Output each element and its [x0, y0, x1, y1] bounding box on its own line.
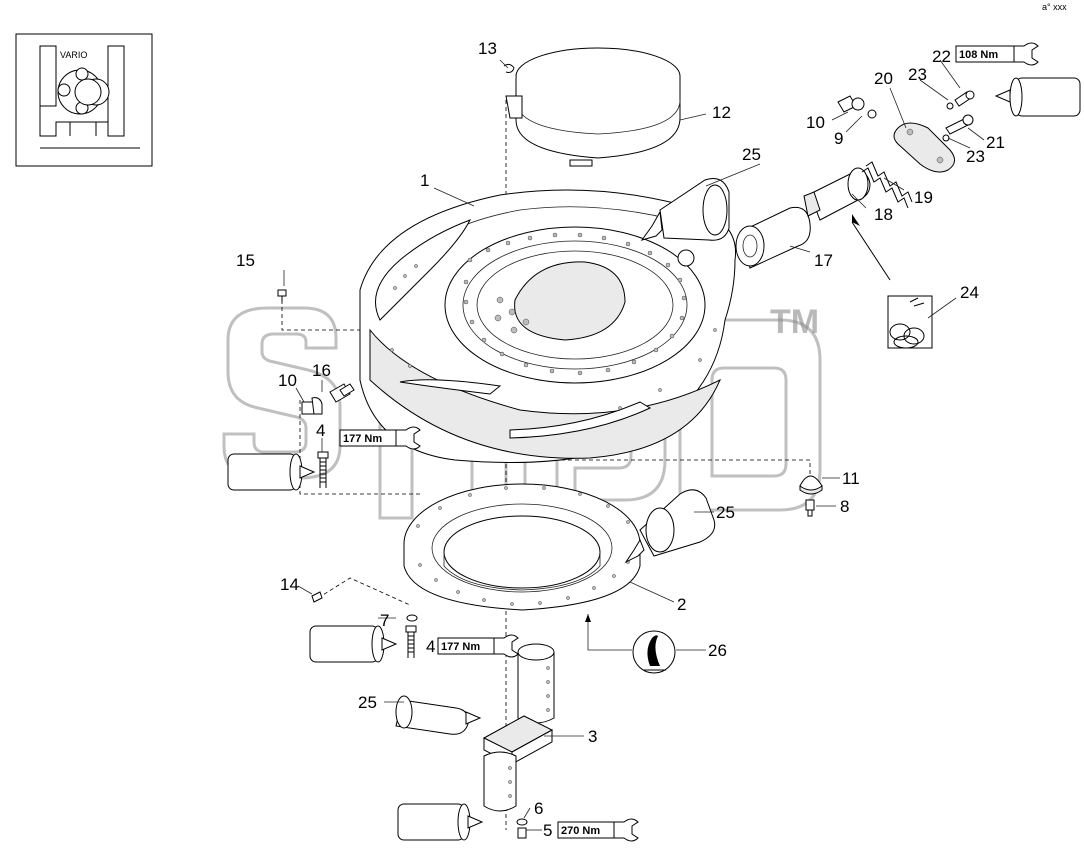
vario-inset: VARIO [15, 33, 153, 167]
corner-mark: a° xxx [1042, 2, 1067, 12]
part-17-sleeve [735, 206, 811, 269]
part-23-washer [942, 134, 950, 142]
label-part-8: 8 [840, 497, 849, 516]
part-2-slewing-ring [403, 483, 641, 651]
label-part-16: 16 [312, 361, 331, 380]
torque-callout-270: 270 Nm [557, 818, 639, 842]
part-25-grease-tube-upper [640, 178, 730, 241]
part-3-column-lower [483, 751, 517, 812]
label-part-25-upper: 25 [742, 145, 761, 164]
torque-177-lower-text: 177 Nm [441, 641, 480, 653]
part-1-housing [359, 189, 737, 463]
label-part-12: 12 [712, 103, 731, 122]
part-25-grease-tube-mid [624, 489, 716, 564]
label-part-24: 24 [960, 283, 979, 302]
part-4-bolt-upper [317, 451, 329, 488]
part-21-bolt [945, 114, 974, 135]
part-15-screw [277, 289, 287, 302]
label-part-2: 2 [677, 595, 686, 614]
label-part-6: 6 [534, 799, 543, 818]
part-18-valve [803, 167, 871, 221]
label-part-17: 17 [814, 251, 833, 270]
part-number-labels: 1 2 3 4 4 5 6 7 8 9 10 10 11 12 13 14 15… [236, 39, 1005, 840]
leader-lines [283, 59, 985, 831]
part-3-column-upper [517, 643, 555, 724]
label-part-9: 9 [834, 129, 843, 148]
label-part-18: 18 [874, 205, 893, 224]
label-part-25-lower: 25 [358, 693, 377, 712]
label-part-19: 19 [914, 188, 933, 207]
label-part-15: 15 [236, 251, 255, 270]
part-22-bolt [946, 90, 975, 110]
torque-callout-177-lower: 177 Nm [437, 634, 519, 658]
part-4-bolt-lower [405, 625, 417, 658]
part-13-clip [503, 63, 515, 73]
part-24-seal-kit [851, 214, 933, 349]
label-part-7: 7 [380, 611, 389, 630]
part-26-grease-symbol [632, 630, 676, 674]
part-5-6-bolt [516, 818, 528, 839]
part-grease-tube-top-right [994, 77, 1081, 117]
part-11-cap [799, 475, 823, 495]
label-part-1: 1 [420, 171, 429, 190]
label-part-25-mid: 25 [716, 503, 735, 522]
watermark-tm: TM [770, 303, 819, 341]
label-part-14: 14 [280, 575, 299, 594]
label-part-4-lower: 4 [426, 637, 435, 656]
part-12-collar [505, 47, 681, 167]
label-part-4-upper: 4 [316, 421, 325, 440]
part-10-elbow [301, 397, 323, 415]
torque-177-upper-text: 177 Nm [343, 433, 382, 445]
grease-tube-left-upper [227, 453, 316, 491]
vario-label: VARIO [60, 50, 87, 60]
grease-tube-bottom-left [395, 695, 482, 735]
part-16-fitting [329, 383, 355, 403]
torque-callout-177-upper: 177 Nm [339, 426, 421, 450]
label-part-5: 5 [543, 821, 552, 840]
part-8-nipple [805, 499, 815, 517]
grease-tube-bottom [397, 803, 484, 841]
label-part-20: 20 [874, 69, 893, 88]
label-part-13: 13 [478, 39, 497, 58]
torque-108-text: 108 Nm [959, 49, 998, 61]
label-part-21: 21 [986, 133, 1005, 152]
label-part-3: 3 [588, 727, 597, 746]
label-part-11: 11 [842, 469, 860, 488]
part-7-washer [406, 614, 418, 622]
part-20-cover-plate [893, 122, 955, 173]
torque-callout-108: 108 Nm [955, 42, 1039, 66]
label-part-26: 26 [708, 641, 727, 660]
torque-270-text: 270 Nm [561, 825, 600, 837]
label-part-10-left: 10 [278, 371, 297, 390]
part-9-10-fitting [837, 95, 877, 119]
label-part-22: 22 [932, 47, 951, 66]
label-part-23-upper: 23 [908, 65, 927, 84]
part-14-screw [311, 591, 323, 603]
label-part-10-right: 10 [806, 113, 825, 132]
grease-tube-left-lower [309, 625, 398, 663]
label-part-23-lower: 23 [966, 147, 985, 166]
part-19-spring [861, 161, 913, 209]
